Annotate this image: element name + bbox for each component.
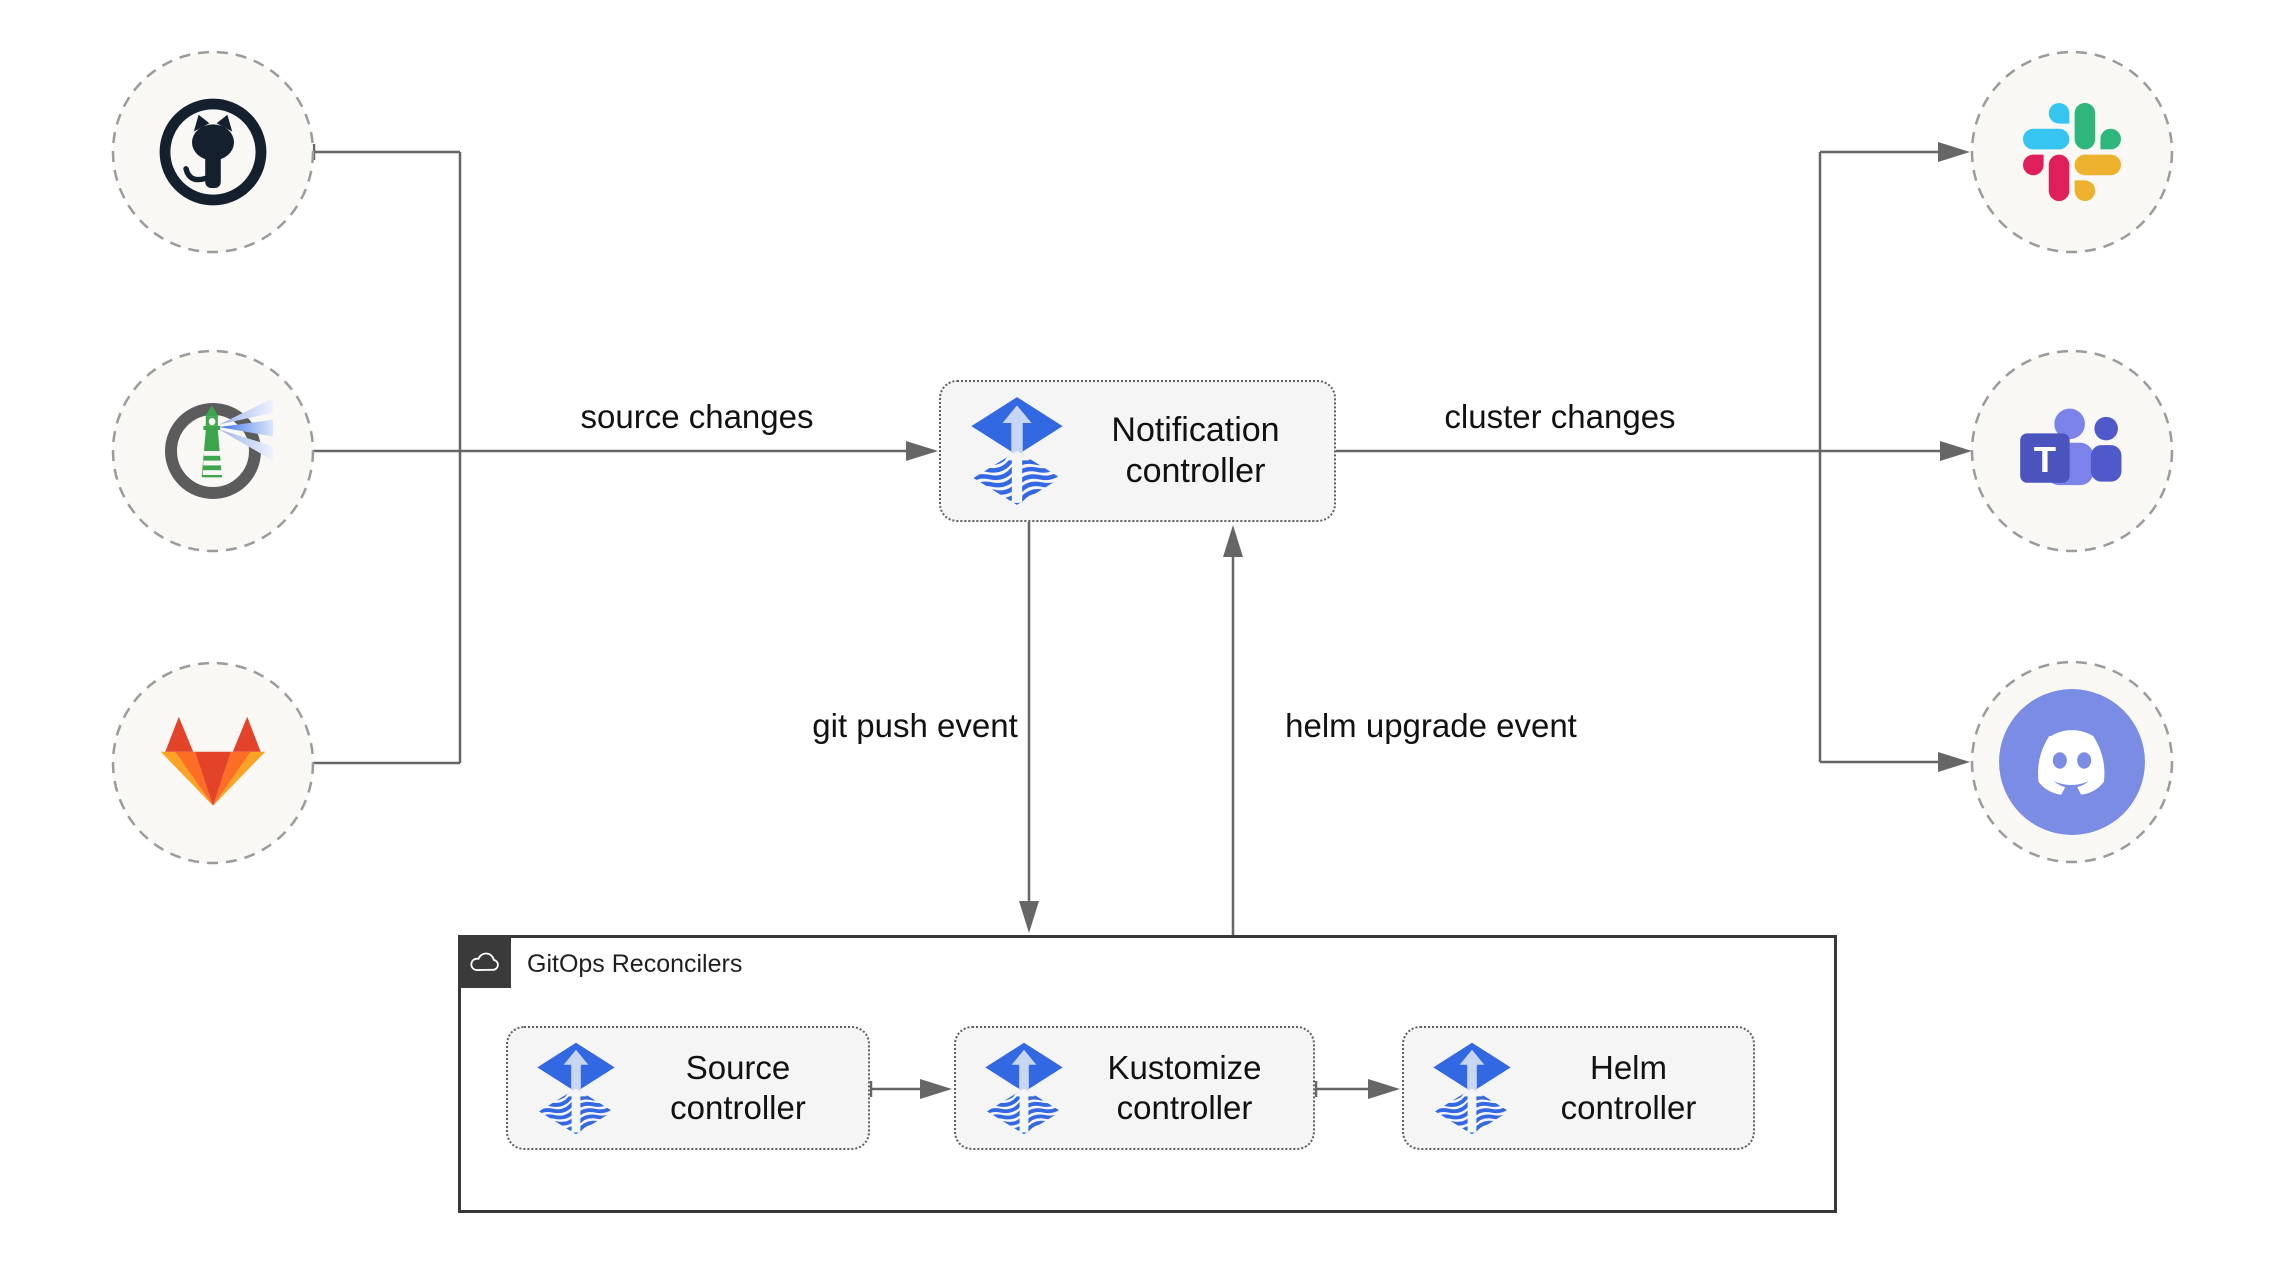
label-line1: Notification [1111, 410, 1280, 449]
gitlab-icon [160, 716, 266, 806]
teams-letter: T [2034, 439, 2056, 480]
harbor-icon [165, 398, 273, 499]
github-icon [159, 98, 267, 206]
kustomize-controller-box: Kustomize controller [954, 1026, 1315, 1150]
notification-controller-box: Notification controller [939, 380, 1336, 522]
edge-label-helm-upgrade-event: helm upgrade event [1285, 707, 1577, 744]
flux-icon [965, 395, 1069, 507]
discord-node [1972, 662, 2172, 862]
edge-label-git-push-event: git push event [812, 707, 1018, 744]
teams-node: T [1972, 351, 2172, 551]
controller-label: Notification controller [1075, 410, 1316, 493]
container-title: GitOps Reconcilers [527, 950, 743, 978]
discord-icon [1999, 689, 2145, 835]
flux-icon [980, 1041, 1068, 1136]
container-badge [458, 935, 511, 988]
controller-label: Helm controller [1522, 1048, 1735, 1129]
gitlab-node [113, 663, 313, 863]
label-line2: controller [1125, 452, 1266, 490]
edge-source-to-kustomize [869, 1081, 920, 1097]
edge-kustomize-to-helm [1314, 1081, 1368, 1097]
harbor-node [113, 351, 313, 551]
edge-label-cluster-changes: cluster changes [1444, 398, 1676, 435]
flux-icon [1428, 1041, 1516, 1136]
slack-node [1972, 52, 2172, 252]
label-line2: controller [1116, 1089, 1253, 1126]
edge-label-source-changes: source changes [580, 398, 814, 435]
helm-controller-box: Helm controller [1402, 1026, 1755, 1150]
source-controller-box: Source controller [506, 1026, 870, 1150]
label-line1: Kustomize [1107, 1048, 1262, 1086]
flux-icon [532, 1041, 620, 1136]
microsoft-teams-icon: T [2020, 408, 2122, 486]
label-line1: Source [685, 1048, 791, 1086]
edge-sources-to-notification [308, 150, 906, 765]
label-line2: controller [1560, 1089, 1697, 1126]
label-line1: Helm [1589, 1048, 1667, 1086]
slack-icon [2023, 103, 2121, 201]
controller-label: Kustomize controller [1074, 1048, 1295, 1129]
github-node [113, 52, 313, 252]
arrowheads [906, 142, 1972, 1099]
edge-notification-to-notifiers [1336, 150, 1940, 764]
label-line2: controller [670, 1089, 806, 1126]
controller-label: Source controller [626, 1048, 850, 1129]
cloud-icon [469, 952, 499, 971]
